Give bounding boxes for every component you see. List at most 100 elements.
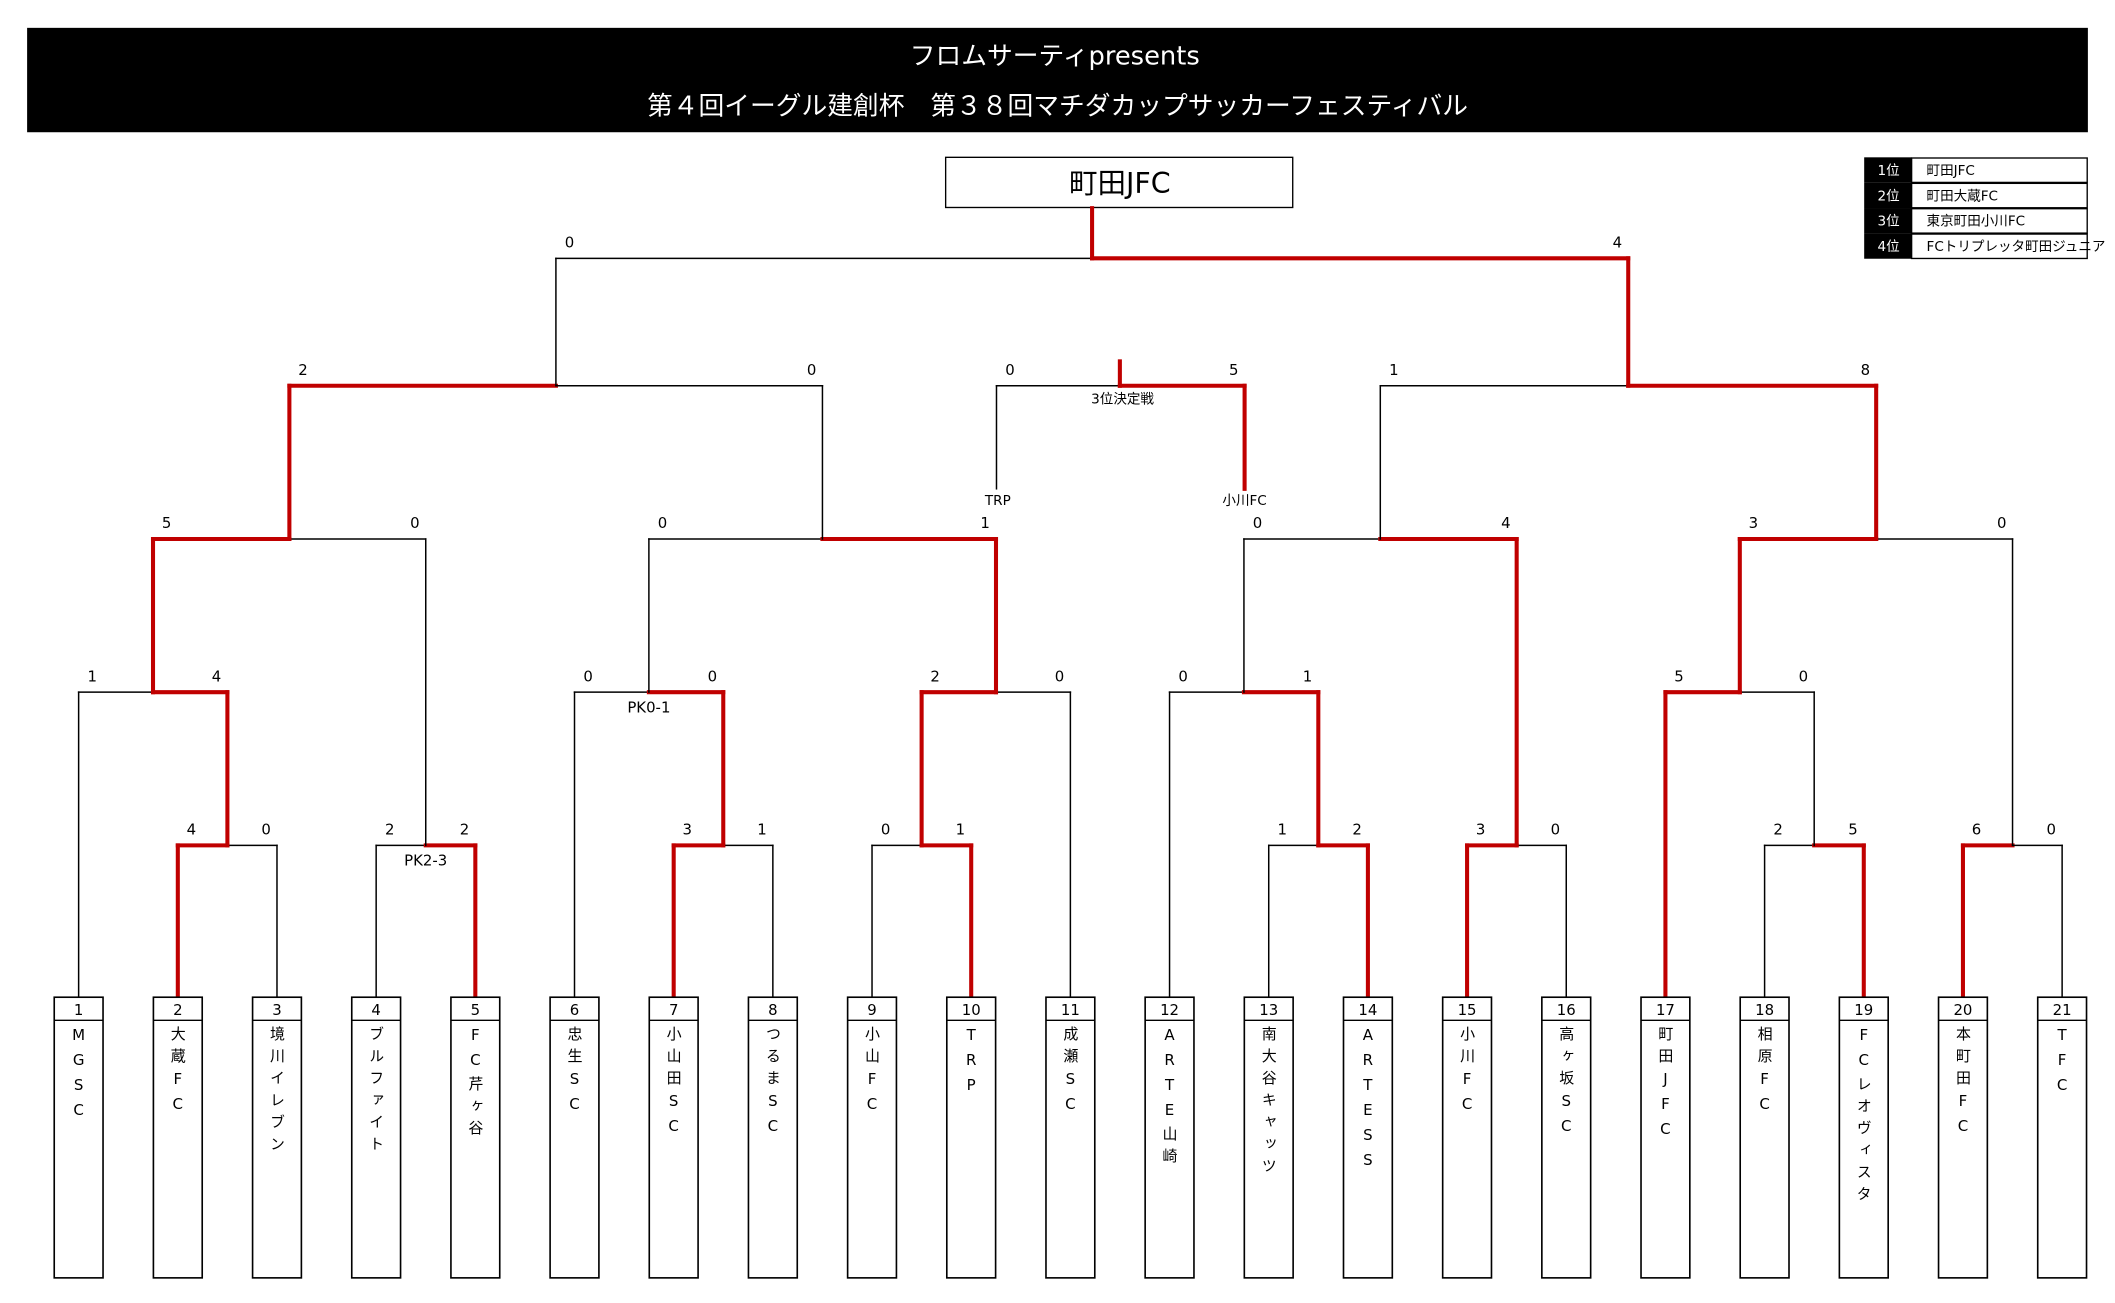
score-right: 1: [980, 514, 989, 532]
team-number: 16: [1557, 1001, 1576, 1019]
third-place-right-team: 小川FC: [1222, 493, 1266, 509]
team-slot: 11: [1045, 996, 1096, 1279]
score-right: 0: [261, 821, 270, 839]
header-background: [27, 27, 2088, 133]
score-right: 0: [1055, 667, 1064, 685]
ranking-team: 町田JFC: [1927, 163, 1975, 179]
team-number: 21: [2053, 1001, 2072, 1019]
score-right: 2: [460, 821, 469, 839]
ranking-team-cell: [1910, 182, 2088, 209]
ranking-place: 2位: [1878, 188, 1900, 204]
ranking-team: 町田大蔵FC: [1927, 188, 1998, 204]
score-right: 8: [1861, 361, 1870, 379]
score-right: 0: [1551, 821, 1560, 839]
team-box: [1342, 996, 1394, 1279]
team-box: [450, 996, 501, 1279]
score-right: 0: [708, 667, 717, 685]
ranking-place-cell: [1864, 233, 1912, 259]
team-box: [747, 996, 799, 1279]
team-box: [350, 996, 402, 1279]
score-left: 2: [385, 821, 394, 839]
team-box: [1937, 996, 1989, 1279]
team-slot: 5: [450, 996, 501, 1279]
team-slot: 16: [1541, 996, 1592, 1279]
score-left: 6: [1972, 821, 1981, 839]
pk-result: PK0-1: [627, 699, 670, 717]
team-slot: 18: [1739, 996, 1790, 1279]
score-left: 0: [565, 233, 574, 251]
bracket-lines: [77, 206, 2063, 1000]
score-left: 3: [1476, 821, 1485, 839]
team-number: 18: [1755, 1001, 1774, 1019]
score-right: 5: [1848, 821, 1857, 839]
team-box: [2036, 996, 2088, 1279]
team-box: [1144, 996, 1195, 1279]
score-right: 0: [807, 361, 816, 379]
team-number: 19: [1854, 1001, 1873, 1019]
team-number: 12: [1160, 1001, 1179, 1019]
team-number: 9: [867, 1001, 876, 1019]
team-slot: 10: [945, 996, 997, 1279]
team-number: 4: [371, 1001, 380, 1019]
ranking-place-cell: [1864, 182, 1912, 209]
ranking-team-cell: [1910, 233, 2088, 260]
team-box: [1243, 996, 1294, 1279]
team-number: 13: [1259, 1001, 1278, 1019]
team-number: 10: [962, 1001, 981, 1019]
header-title: 第４回イーグル建創杯 第３８回マチダカップサッカーフェスティバル: [647, 92, 1468, 122]
team-number: 5: [471, 1001, 480, 1019]
team-number: 2: [173, 1001, 182, 1019]
team-slot: 4: [350, 996, 402, 1279]
team-slot: 15: [1441, 996, 1493, 1279]
score-left: 5: [1674, 667, 1683, 685]
team-box: [648, 996, 699, 1279]
team-slot: 2: [152, 996, 204, 1279]
team-number: 7: [669, 1001, 678, 1019]
team-slot: 7: [648, 996, 699, 1279]
team-number: 3: [272, 1001, 281, 1019]
team-box: [1640, 996, 1691, 1279]
ranking-place: 4位: [1878, 239, 1900, 255]
champion-frame: [944, 156, 1294, 209]
score-right: 0: [1997, 514, 2006, 532]
score-left: 0: [1178, 667, 1187, 685]
team-slot: 14: [1342, 996, 1394, 1279]
team-number: 17: [1656, 1001, 1675, 1019]
score-left: 2: [930, 667, 939, 685]
champion-box: 町田JFC: [944, 156, 1294, 209]
team-box: [1739, 996, 1790, 1279]
ranking-place: 1位: [1878, 163, 1900, 179]
score-right: 1: [956, 821, 965, 839]
team-slot: 12: [1144, 996, 1195, 1279]
third-place-left-team: TRP: [984, 493, 1011, 509]
score-left: 0: [881, 821, 890, 839]
team-box: [945, 996, 997, 1279]
score-left: 1: [1278, 821, 1287, 839]
champion-name: 町田JFC: [1069, 167, 1171, 200]
score-left: 4: [187, 821, 196, 839]
team-box: [846, 996, 898, 1279]
score-right: 2: [1352, 821, 1361, 839]
third-place-title: 3位決定戦: [1091, 391, 1154, 407]
team-box: [1441, 996, 1493, 1279]
team-slot: 3: [251, 996, 303, 1279]
pk-result: PK2-3: [404, 852, 447, 870]
third-place-score-right: 5: [1229, 361, 1238, 379]
team-box: [1838, 996, 1889, 1279]
team-slot: 9: [846, 996, 898, 1279]
ranking-place: 3位: [1878, 214, 1900, 230]
ranking-team-cell: [1910, 208, 2088, 234]
score-right: 4: [1613, 233, 1622, 251]
team-slot: 20: [1937, 996, 1989, 1279]
team-box: [53, 996, 104, 1279]
score-left: 1: [87, 667, 96, 685]
score-left: 1: [1389, 361, 1398, 379]
header-sponsor: フロムサーティpresents: [910, 41, 1200, 71]
ranking-team: FCトリプレッタ町田ジュニア: [1927, 239, 2106, 255]
score-right: 1: [757, 821, 766, 839]
score-right: 0: [2047, 821, 2056, 839]
